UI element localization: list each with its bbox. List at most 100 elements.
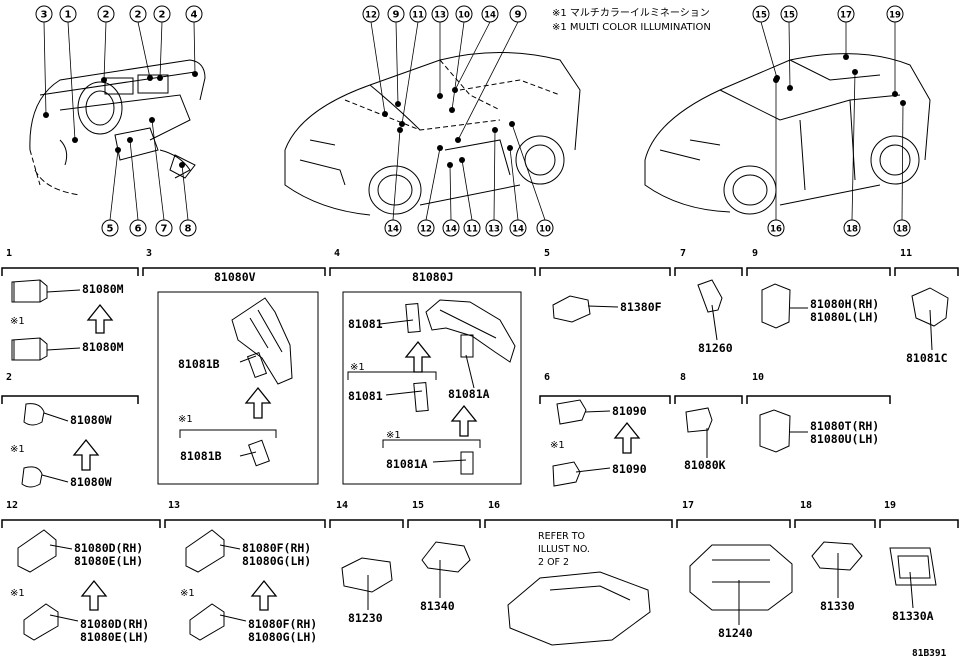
part-label: 81081A bbox=[386, 457, 428, 471]
section-number-5: 5 bbox=[544, 248, 551, 259]
note-6: ※1 bbox=[550, 440, 565, 451]
callout-circle bbox=[780, 5, 798, 23]
part-label: 81080W bbox=[70, 413, 112, 427]
callout-number: 13 bbox=[488, 225, 500, 235]
section-number-7: 7 bbox=[680, 248, 687, 259]
section-number-14: 14 bbox=[336, 500, 349, 511]
part-label: 81090 bbox=[612, 404, 647, 418]
callout-number: 2 bbox=[135, 10, 142, 21]
note-4a: ※1 bbox=[350, 362, 365, 373]
interior-suv-illustration bbox=[284, 52, 581, 216]
callout-circle bbox=[509, 219, 527, 237]
part-label: 81080F(RH) 81080G(LH) bbox=[248, 617, 318, 644]
section-brackets bbox=[1, 267, 959, 528]
part-label: 81230 bbox=[348, 611, 383, 625]
part-label: 81340 bbox=[420, 599, 455, 613]
callout-number: 17 bbox=[840, 11, 852, 21]
callout-number: 14 bbox=[484, 11, 496, 21]
callout-circle bbox=[362, 5, 380, 23]
callout-number: 1 bbox=[65, 10, 72, 21]
refer-note: REFER TO ILLUST NO. 2 OF 2 bbox=[538, 531, 590, 568]
callout-number: 19 bbox=[889, 11, 901, 21]
section-number-3: 3 bbox=[146, 248, 153, 259]
note-4b: ※1 bbox=[386, 430, 401, 441]
part-label: 81260 bbox=[698, 341, 733, 355]
part-label: 81380F bbox=[620, 300, 662, 314]
callout-circle bbox=[893, 219, 911, 237]
callout-circle bbox=[843, 219, 861, 237]
note-bracket-4a bbox=[347, 371, 437, 380]
part-label: 81080D(RH) 81080E(LH) bbox=[80, 617, 150, 644]
callout-number: 14 bbox=[445, 225, 457, 235]
part-label: 81330 bbox=[820, 599, 855, 613]
section-number-16: 16 bbox=[488, 500, 501, 511]
section-number-1: 1 bbox=[6, 248, 13, 259]
part-label: 81081B bbox=[180, 449, 222, 463]
callout-number: 7 bbox=[161, 224, 168, 235]
part-label: 81081 bbox=[348, 389, 383, 403]
callout-circle bbox=[431, 5, 449, 23]
callout-number: 9 bbox=[393, 10, 400, 21]
callout-number: 11 bbox=[466, 225, 478, 235]
callout-number: 11 bbox=[412, 11, 424, 21]
callout-number: 5 bbox=[107, 224, 114, 235]
callout-number: 12 bbox=[420, 225, 432, 235]
assembly-label: 81080V bbox=[214, 270, 256, 284]
note-bracket-3 bbox=[179, 429, 277, 438]
callout-circle bbox=[101, 219, 119, 237]
note-3: ※1 bbox=[178, 414, 193, 425]
section-number-11: 11 bbox=[900, 248, 913, 259]
callout-circle bbox=[129, 219, 147, 237]
part-label: 81080F(RH) 81080G(LH) bbox=[242, 541, 312, 568]
part-label: 81080D(RH) 81080E(LH) bbox=[74, 541, 144, 568]
callout-circle bbox=[185, 5, 203, 23]
callout-circle bbox=[837, 5, 855, 23]
assembly-label: 81080J bbox=[412, 270, 454, 284]
callout-number: 2 bbox=[159, 10, 166, 21]
callout-number: 8 bbox=[185, 224, 192, 235]
section-number-13: 13 bbox=[168, 500, 181, 511]
note-1: ※1 bbox=[10, 316, 25, 327]
part-label: 81081 bbox=[348, 317, 383, 331]
callout-circle bbox=[767, 219, 785, 237]
part-label: 81080M bbox=[82, 340, 124, 354]
callout-circle bbox=[536, 219, 554, 237]
callout-circle bbox=[409, 5, 427, 23]
callout-circle bbox=[153, 5, 171, 23]
part-label: 81081A bbox=[448, 387, 490, 401]
callout-number: 2 bbox=[103, 10, 110, 21]
callout-circle bbox=[97, 5, 115, 23]
header-note-en: ※1 MULTI COLOR ILLUMINATION bbox=[552, 22, 711, 33]
header-note-jp: ※1 マルチカラーイルミネーション bbox=[552, 8, 710, 19]
part-label: 81080K bbox=[684, 458, 726, 472]
frame-3 bbox=[157, 291, 319, 485]
part-label: 81080H(RH) 81080L(LH) bbox=[810, 297, 880, 324]
callout-number: 10 bbox=[458, 11, 470, 21]
callout-circle bbox=[387, 5, 405, 23]
section-number-19: 19 bbox=[884, 500, 897, 511]
section-number-4: 4 bbox=[334, 248, 341, 259]
callout-circle bbox=[179, 219, 197, 237]
callout-number: 12 bbox=[365, 11, 377, 21]
part-label: 81080W bbox=[70, 475, 112, 489]
note-13: ※1 bbox=[180, 588, 195, 599]
callout-number: 18 bbox=[846, 225, 858, 235]
part-label: 81081B bbox=[178, 357, 220, 371]
callout-circle bbox=[417, 219, 435, 237]
callout-number: 15 bbox=[783, 11, 795, 21]
section-number-10: 10 bbox=[752, 372, 765, 383]
callout-circle bbox=[442, 219, 460, 237]
callout-number: 18 bbox=[896, 225, 908, 235]
arrows bbox=[72, 303, 641, 611]
part-label: 81080T(RH) 81080U(LH) bbox=[810, 419, 880, 446]
callout-number: 4 bbox=[191, 10, 198, 21]
callout-number: 9 bbox=[515, 10, 522, 21]
callout-number: 6 bbox=[135, 224, 142, 235]
callout-leaders bbox=[43, 21, 906, 221]
callout-number: 15 bbox=[755, 11, 767, 21]
exterior-suv-illustration bbox=[644, 53, 931, 215]
dashboard-illustration bbox=[29, 59, 206, 196]
